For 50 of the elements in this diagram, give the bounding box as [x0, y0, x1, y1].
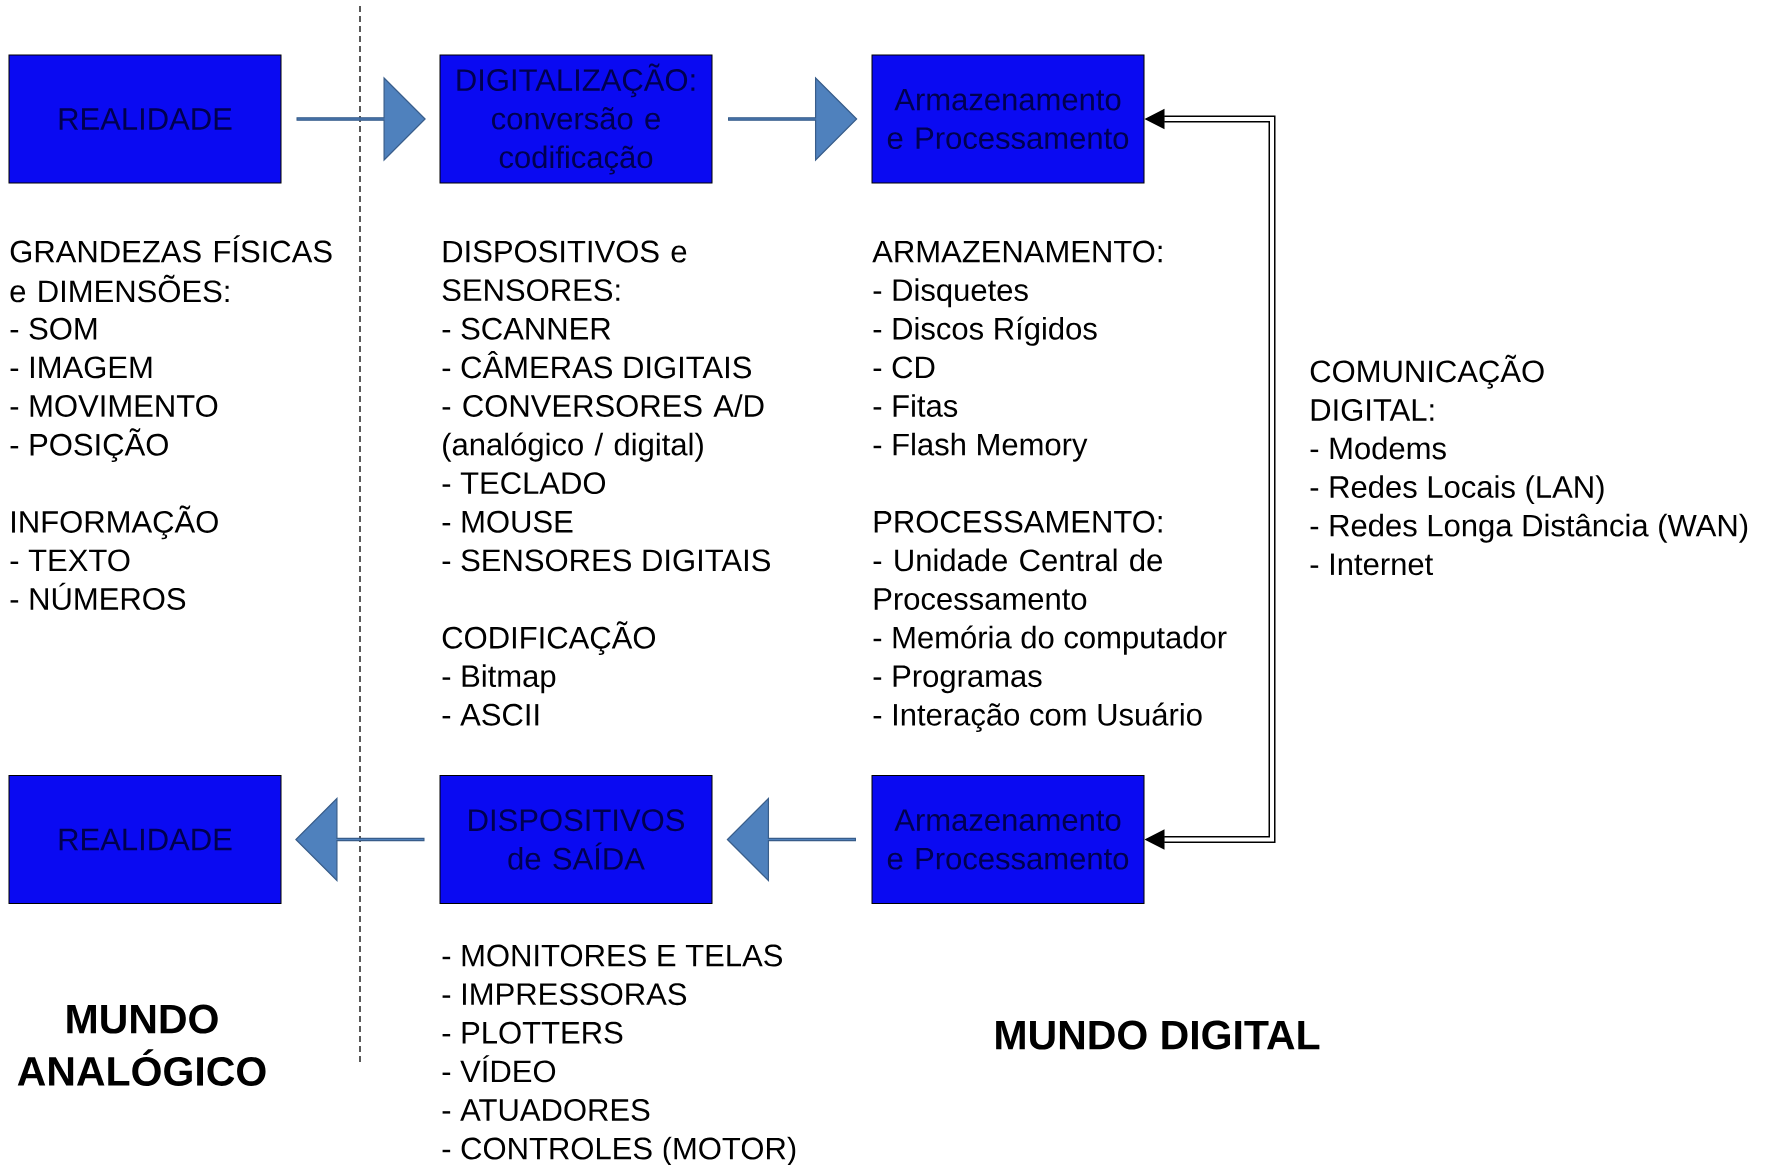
list-text: - Internet: [1310, 553, 1433, 576]
list-text: - Interação com Usuário: [873, 702, 1202, 732]
process-box: DISPOSITIVOS de SAÍDA: [439, 775, 713, 904]
list-text: DISPOSITIVOS e SENSORES:: [442, 240, 687, 302]
section-title: MUNDO ANALÓGICO: [17, 1004, 266, 1086]
list-text: - Flash Memory: [873, 432, 1088, 462]
list-text: - Redes Longa Distância (WAN): [1310, 513, 1748, 543]
list-text: - VÍDEO: [442, 1055, 556, 1083]
list-text: - Fitas: [873, 394, 958, 417]
list-text: - PLOTTERS: [442, 1021, 623, 1044]
list-text: GRANDEZAS FÍSICAS e DIMENSÕES:: [10, 235, 332, 303]
list-text: - Modems: [1310, 436, 1446, 460]
list-text: - SOM: [10, 317, 97, 340]
list-text: PROCESSAMENTO:: [874, 510, 1162, 533]
list-text: - Discos Rígidos: [873, 316, 1097, 346]
list-text: - MOUSE: [442, 510, 573, 533]
list-text: - Programas: [873, 665, 1042, 694]
process-box: REALIDADE: [8, 775, 282, 904]
list-text: - IMAGEM: [10, 356, 152, 379]
list-text: - NÚMEROS: [10, 582, 186, 610]
block-arrow: [726, 797, 856, 882]
list-text: - SENSORES DIGITAIS: [442, 549, 770, 572]
list-text: - CÂMERAS DIGITAIS: [442, 351, 751, 379]
list-text: - POSIÇÃO: [10, 428, 168, 462]
list-text: - Bitmap: [442, 664, 556, 694]
list-text: - CD: [873, 356, 935, 379]
list-text: - Disquetes: [873, 278, 1028, 308]
process-box: Armazenamento e Processamento: [871, 775, 1145, 904]
list-text: ARMAZENAMENTO:: [872, 240, 1162, 263]
list-text: COMUNICAÇÃO DIGITAL:: [1310, 354, 1544, 421]
process-box: REALIDADE: [8, 54, 282, 184]
list-text: - TECLADO: [442, 472, 606, 495]
list-text: CODIFICAÇÃO: [442, 621, 655, 655]
list-text: - Redes Locais (LAN): [1310, 475, 1604, 505]
list-text: - CONTROLES (MOTOR): [442, 1136, 796, 1165]
list-text: - Memória do computador: [873, 625, 1227, 655]
list-text: - ASCII: [442, 703, 539, 726]
list-text: - MONITORES E TELAS: [442, 944, 782, 967]
list-text: INFORMAÇÃO: [12, 505, 218, 540]
list-text: - Unidade Central de Processamento: [873, 548, 1162, 610]
list-text: - SCANNER: [442, 317, 611, 340]
list-text: - MOVIMENTO: [10, 395, 218, 417]
block-arrow: [295, 797, 425, 882]
list-text: - IMPRESSORAS: [442, 983, 687, 1006]
process-box: DIGITALIZAÇÃO: conversão e codificação: [439, 54, 713, 184]
list-text: - ATUADORES: [442, 1099, 650, 1121]
list-text: - CONVERSORES A/D (analógico / digital): [442, 394, 764, 462]
section-title: MUNDO DIGITAL: [996, 1020, 1320, 1050]
process-box: Armazenamento e Processamento: [871, 54, 1145, 184]
list-text: - TEXTO: [10, 549, 130, 572]
